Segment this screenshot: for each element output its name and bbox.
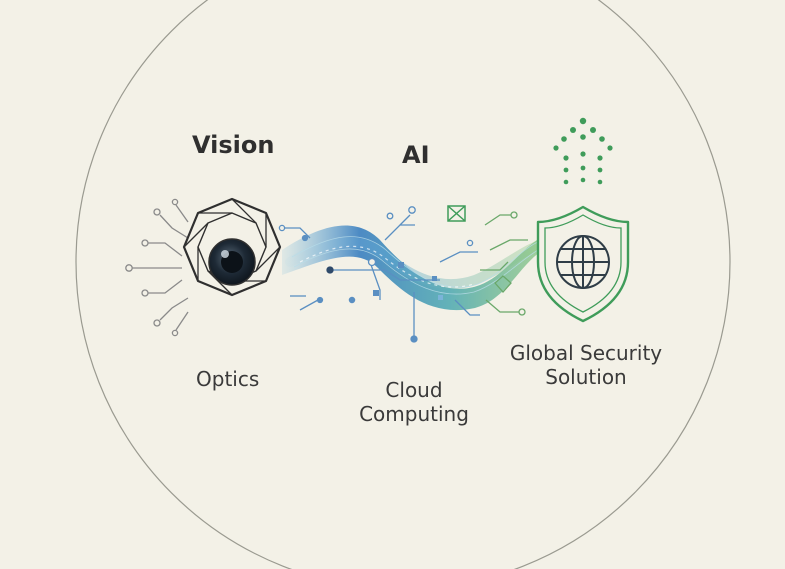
cloud-circuit-traces (278, 206, 480, 343)
shield-globe-icon (536, 205, 630, 323)
dotted-up-arrow-icon (553, 117, 613, 185)
boundary-circle (75, 0, 731, 569)
envelope-icon (447, 205, 466, 222)
ai-label: AI (402, 141, 430, 169)
vision-label: Vision (192, 131, 275, 159)
global-security-label: Global Security Solution (509, 341, 663, 389)
cloud-computing-label: Cloud Computing (359, 378, 469, 426)
security-circuit-traces (480, 211, 528, 316)
left-circuit-traces (125, 198, 189, 337)
optics-label: Optics (196, 367, 260, 391)
camera-aperture-icon (182, 197, 282, 297)
